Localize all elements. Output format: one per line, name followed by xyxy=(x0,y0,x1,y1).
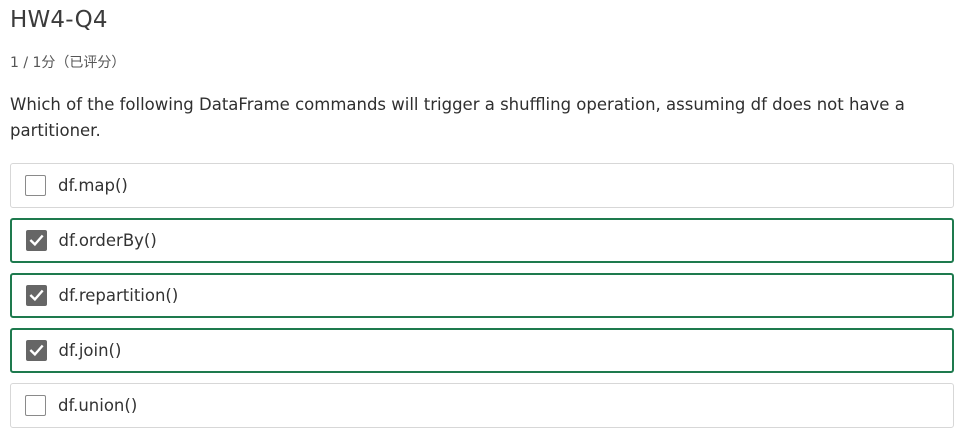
option-label: df.join() xyxy=(58,341,122,360)
answer-options: df.map() df.orderBy() df.repartition() d… xyxy=(10,163,954,438)
option-df-map[interactable]: df.map() xyxy=(10,163,954,208)
option-df-join[interactable]: df.join() xyxy=(10,328,954,373)
checkmark-icon[interactable] xyxy=(25,230,47,251)
option-label: df.map() xyxy=(58,176,128,195)
checkmark-icon[interactable] xyxy=(25,340,47,361)
option-label: df.repartition() xyxy=(58,286,179,305)
option-label: df.union() xyxy=(58,396,138,415)
score-text: 1 / 1分（已评分） xyxy=(10,55,126,71)
question-text: Which of the following DataFrame command… xyxy=(10,95,905,140)
option-label: df.orderBy() xyxy=(58,231,157,250)
option-df-orderby[interactable]: df.orderBy() xyxy=(10,218,954,263)
checkmark-icon[interactable] xyxy=(25,285,47,306)
option-df-union[interactable]: df.union() xyxy=(10,383,954,428)
option-df-repartition[interactable]: df.repartition() xyxy=(10,273,954,318)
empty-checkbox-icon[interactable] xyxy=(25,175,46,196)
empty-checkbox-icon[interactable] xyxy=(25,395,46,416)
question-title: HW4-Q4 xyxy=(10,7,108,33)
